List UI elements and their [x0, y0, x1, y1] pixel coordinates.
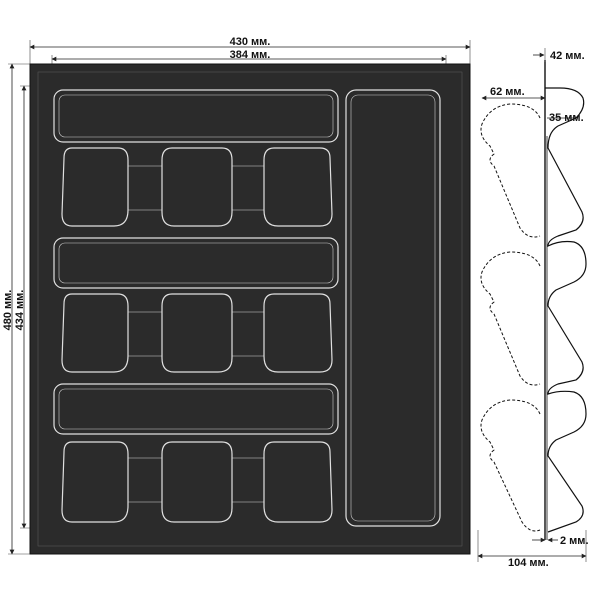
cutlery-tray-front-view	[29, 63, 471, 555]
profile-slot-label: 62 мм.	[490, 86, 525, 98]
outer-width-label: 430 мм.	[230, 36, 271, 48]
height-dimensions: 480 мм. 434 мм.	[2, 63, 52, 555]
inner-height-label: 434 мм.	[14, 290, 26, 331]
tray-horizontal-compartment-3	[53, 383, 339, 435]
profile-depth-label: 35 мм.	[549, 112, 584, 124]
tray-long-compartment	[345, 89, 441, 527]
tray-cup	[263, 293, 333, 373]
tray-cup	[263, 147, 333, 227]
tray-cup	[61, 147, 129, 227]
outer-height-label: 480 мм.	[2, 290, 14, 331]
inner-width-label: 384 мм.	[230, 49, 271, 61]
tray-cup	[61, 441, 129, 523]
tray-cup	[161, 293, 233, 373]
side-profile-cup-1	[480, 103, 541, 238]
tray-horizontal-compartment-1	[53, 89, 339, 143]
profile-thickness-label: 2 мм.	[560, 535, 589, 547]
tray-cup	[161, 147, 233, 227]
tray-cup-row-2	[61, 293, 333, 373]
tray-cup-row-1	[61, 147, 333, 227]
profile-top-width-label: 42 мм.	[550, 50, 585, 62]
profile-total-height-label: 104 мм.	[508, 557, 549, 569]
tray-cup-row-3	[61, 441, 333, 523]
side-profile-cup-3	[480, 399, 541, 532]
tray-cup	[61, 293, 129, 373]
tray-cup	[161, 441, 233, 523]
tray-cup	[263, 441, 333, 523]
tray-horizontal-compartment-2	[53, 237, 339, 289]
side-profile-cup-2	[480, 251, 541, 386]
tray-side-profile: 42 мм. 62 мм. 35 мм. 2 мм. 104 мм.	[477, 48, 589, 569]
side-profile-contour	[545, 87, 587, 533]
